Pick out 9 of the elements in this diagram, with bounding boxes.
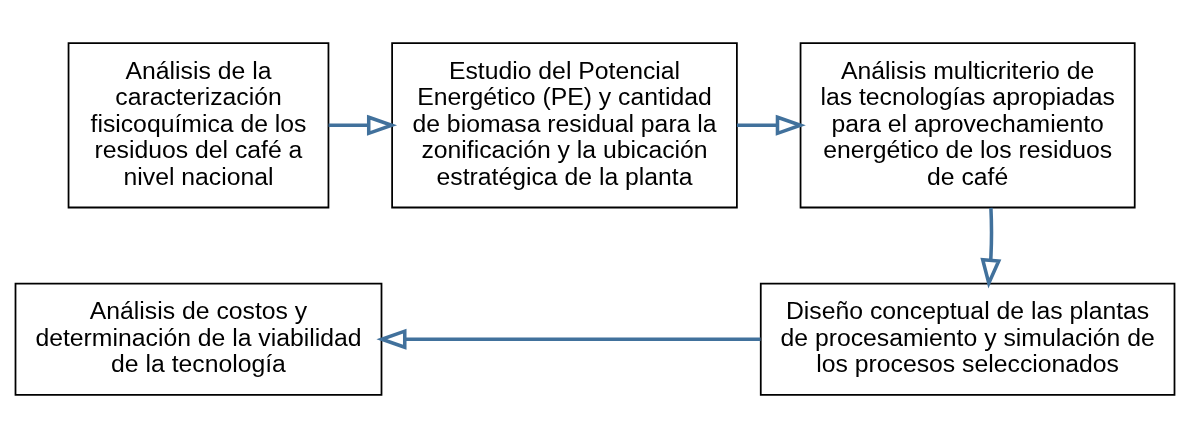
arrow [376, 328, 761, 350]
node-box: Diseño conceptual de las plantas de procesamiento y simulación de los procesos seleccionados [759, 282, 1176, 396]
node-box: Análisis multicriterio de las tecnologías apropiadas para el aprovechamiento energético de los residuos de café [799, 42, 1136, 209]
arrow [736, 114, 806, 136]
node-box: Análisis de la caracterización fisicoquímica de los residuos del café a nivel nacional [67, 42, 330, 209]
arrow [328, 114, 398, 136]
arrow [980, 207, 1002, 289]
node-box: Estudio del Potencial Energético (PE) y cantidad de biomasa residual para la zonificación y la ubicación estratégica de la planta [391, 42, 738, 209]
node-box: Análisis de costos y determinación de la viabilidad de la tecnología [14, 282, 383, 396]
